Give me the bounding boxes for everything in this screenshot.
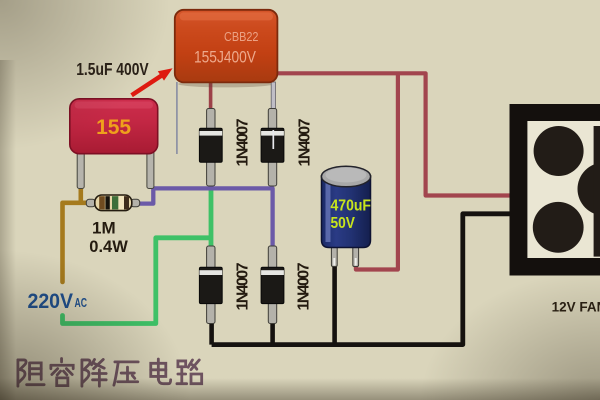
svg-text:CBB22: CBB22 <box>224 29 259 44</box>
svg-text:1M: 1M <box>92 219 116 238</box>
svg-text:1N4007: 1N4007 <box>235 118 252 166</box>
svg-text:1N4007: 1N4007 <box>296 262 313 310</box>
svg-text:1N4007: 1N4007 <box>235 262 252 310</box>
svg-text:50V: 50V <box>331 215 356 232</box>
svg-text:155J400V: 155J400V <box>194 48 257 67</box>
svg-text:1N4007: 1N4007 <box>297 118 314 166</box>
svg-text:470uF: 470uF <box>331 198 372 215</box>
